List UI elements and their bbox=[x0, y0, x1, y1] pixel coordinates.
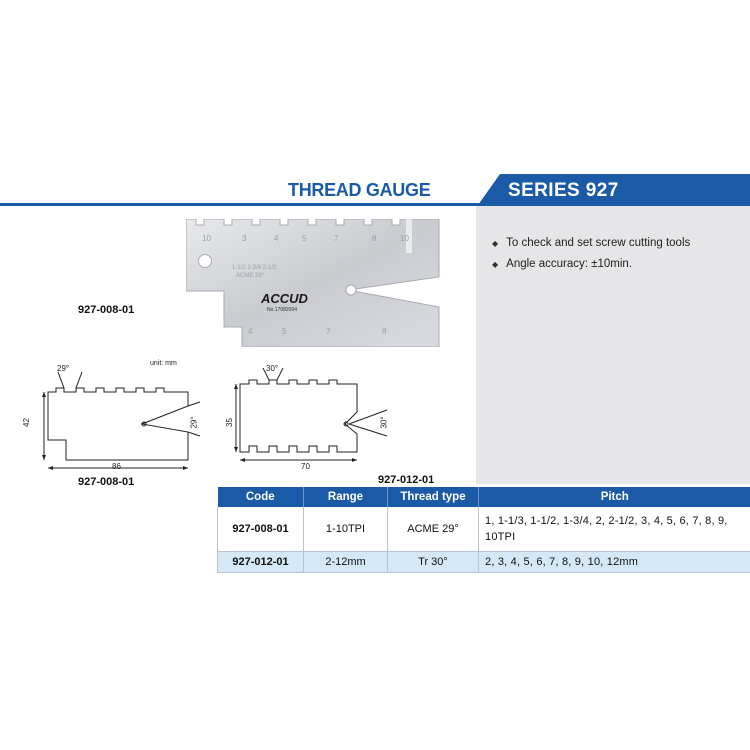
drawing-927-012-01 bbox=[234, 367, 388, 462]
drawing-code-label: 927-008-01 bbox=[78, 476, 135, 488]
brand-logo-text: ACCUD bbox=[260, 291, 309, 306]
table-row: 927-008-01 1-10TPI ACME 29° 1, 1-1/3, 1-… bbox=[217, 507, 750, 552]
svg-text:7: 7 bbox=[334, 234, 339, 243]
cell-code: 927-008-01 bbox=[217, 507, 304, 552]
svg-text:ACME 29°: ACME 29° bbox=[236, 273, 265, 279]
unit-label: unit: mm bbox=[150, 360, 177, 367]
cell-range: 1-10TPI bbox=[303, 507, 388, 552]
drawing-927-008-01 bbox=[42, 371, 201, 470]
svg-text:10: 10 bbox=[202, 234, 211, 243]
svg-text:5: 5 bbox=[282, 327, 287, 336]
drawing-code-label: 927-012-01 bbox=[378, 474, 435, 486]
height-dimension: 42 bbox=[21, 418, 31, 427]
diamond-bullet-icon: ◆ bbox=[492, 260, 499, 269]
svg-text:3: 3 bbox=[242, 234, 247, 243]
svg-text:4: 4 bbox=[248, 327, 253, 336]
cell-pitch: 1, 1-1/3, 1-1/2, 1-3/4, 2, 2-1/2, 3, 4, … bbox=[478, 507, 750, 552]
column-header-pitch: Pitch bbox=[478, 487, 750, 507]
side-angle-label: 30° bbox=[379, 416, 389, 429]
column-header-range: Range bbox=[303, 487, 388, 507]
cell-code: 927-012-01 bbox=[217, 551, 304, 573]
svg-text:4: 4 bbox=[274, 234, 279, 243]
page-title: THREAD GAUGE bbox=[288, 180, 431, 200]
cell-pitch: 2, 3, 4, 5, 6, 7, 8, 9, 10, 12mm bbox=[478, 551, 750, 573]
feature-item: ◆ Angle accuracy: ±10min. bbox=[492, 258, 690, 279]
diamond-bullet-icon: ◆ bbox=[492, 239, 499, 248]
length-dimension: 86 bbox=[112, 462, 121, 471]
height-dimension: 35 bbox=[224, 418, 234, 427]
svg-text:10: 10 bbox=[400, 234, 409, 243]
column-header-thread-type: Thread type bbox=[387, 487, 479, 507]
thread-gauge-photo: 10 3 4 5 7 8 10 1-1/2 1-3/4 2-1/2 ACME 29° 4 5… bbox=[186, 219, 440, 347]
top-angle-label: 30° bbox=[266, 364, 279, 373]
series-tab bbox=[478, 174, 750, 205]
svg-text:7: 7 bbox=[326, 327, 331, 336]
feature-item: ◆ To check and set screw cutting tools bbox=[492, 237, 690, 258]
length-dimension: 70 bbox=[301, 462, 310, 471]
svg-text:5: 5 bbox=[302, 234, 307, 243]
cell-thread-type: Tr 30° bbox=[387, 551, 479, 573]
series-title: SERIES 927 bbox=[508, 180, 619, 201]
svg-text:8: 8 bbox=[372, 234, 377, 243]
header-rule bbox=[0, 203, 750, 206]
table-row: 927-012-01 2-12mm Tr 30° 2, 3, 4, 5, 6, … bbox=[217, 551, 750, 573]
serial-number-text: No.17082004 bbox=[267, 307, 297, 313]
feature-panel bbox=[476, 206, 750, 484]
feature-text: To check and set screw cutting tools bbox=[506, 237, 691, 249]
photo-code-label: 927-008-01 bbox=[78, 304, 135, 316]
column-header-code: Code bbox=[217, 487, 304, 507]
svg-text:1-1/2 1-3/4 2-1/2: 1-1/2 1-3/4 2-1/2 bbox=[232, 265, 277, 271]
top-angle-label: 29° bbox=[57, 364, 70, 373]
table-header-row: Code Range Thread type Pitch bbox=[217, 487, 750, 507]
svg-text:8: 8 bbox=[382, 327, 387, 336]
cell-thread-type: ACME 29° bbox=[387, 507, 479, 552]
feature-text: Angle accuracy: ±10min. bbox=[506, 258, 632, 270]
cell-range: 2-12mm bbox=[303, 551, 388, 573]
side-angle-label: 29° bbox=[189, 416, 199, 429]
spec-table: Code Range Thread type Pitch 927-008-01 … bbox=[217, 487, 750, 573]
feature-list: ◆ To check and set screw cutting tools ◆… bbox=[492, 237, 690, 279]
